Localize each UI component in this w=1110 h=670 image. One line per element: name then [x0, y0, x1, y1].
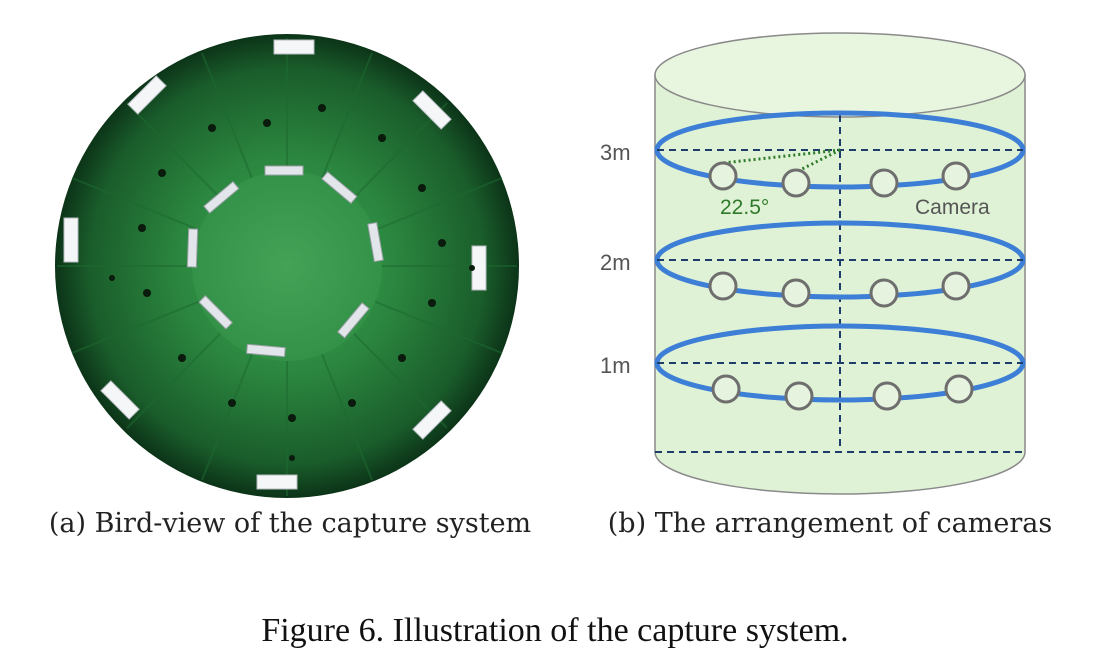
center-floor — [192, 171, 382, 361]
figure-caption: Figure 6. Illustration of the capture sy… — [261, 612, 849, 649]
subcaption-b: (b) The arrangement of cameras — [607, 508, 1053, 539]
cylinder-top — [654, 32, 1026, 118]
camera-2m-4 — [941, 271, 971, 301]
camera-3m-3 — [869, 168, 899, 198]
camera-2m-1 — [708, 271, 738, 301]
camera-label: Camera — [915, 196, 990, 219]
camera-3m-2 — [781, 168, 811, 198]
camera-1m-4 — [944, 374, 974, 404]
camera-dots — [109, 104, 475, 461]
camera-2m-2 — [781, 278, 811, 308]
level-label-3m: 3m — [600, 140, 631, 165]
camera-arrangement-diagram: 3m 2m 1m 22.5° Camera — [590, 20, 1050, 505]
camera-3m-1 — [708, 161, 738, 191]
camera-3m-4 — [941, 161, 971, 191]
level-label-1m: 1m — [600, 353, 631, 378]
camera-2m-3 — [869, 278, 899, 308]
angle-line-2 — [795, 148, 841, 174]
cameras — [708, 161, 974, 411]
outer-lights — [63, 39, 487, 490]
level-label-2m: 2m — [600, 250, 631, 275]
camera-1m-2 — [784, 381, 814, 411]
camera-1m-3 — [872, 381, 902, 411]
subcaption-a: (a) Bird-view of the capture system — [48, 508, 532, 539]
bird-view-svg — [55, 34, 519, 498]
inner-lights — [186, 165, 384, 358]
camera-1m-1 — [711, 374, 741, 404]
angle-label: 22.5° — [720, 196, 769, 219]
bird-view-image — [52, 28, 522, 503]
arrangement-svg: 3m 2m 1m 22.5° Camera — [600, 32, 1026, 495]
